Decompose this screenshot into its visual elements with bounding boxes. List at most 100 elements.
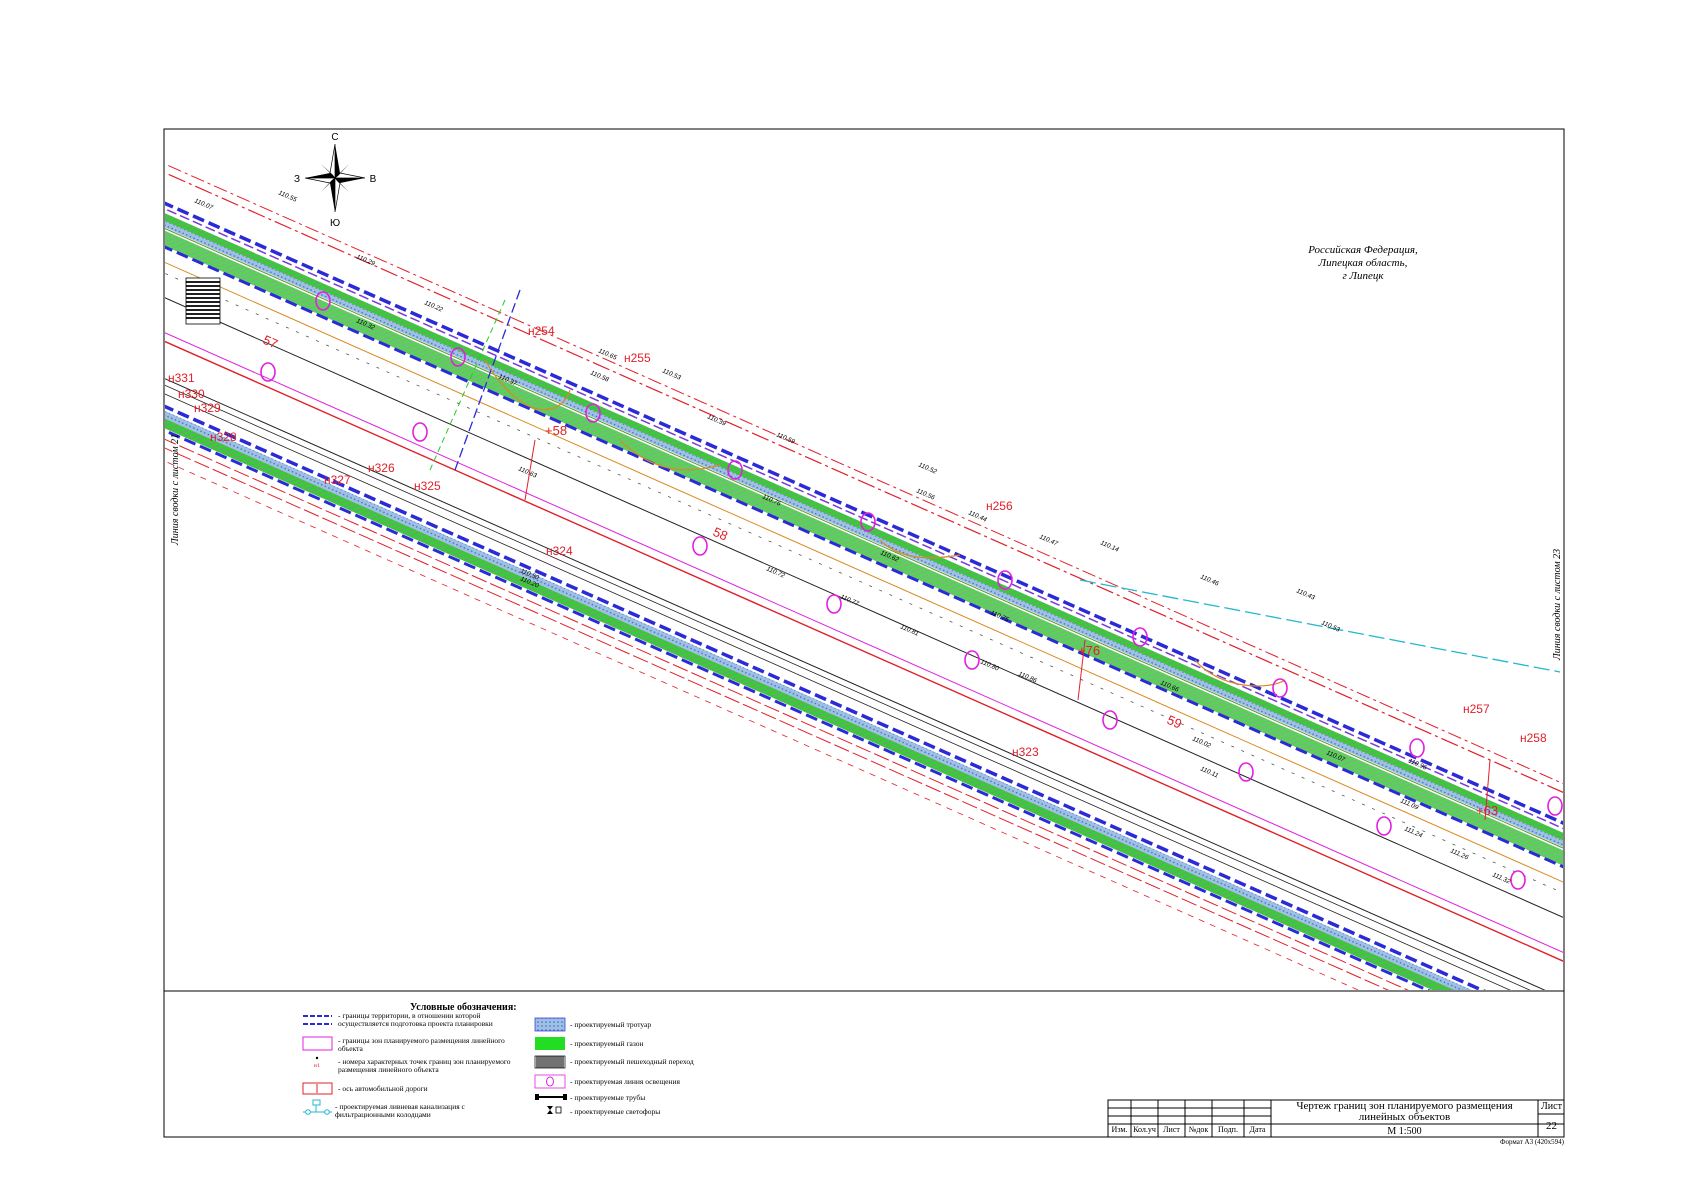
road-axis-icon — [302, 1082, 333, 1095]
elevation-mark: 110.58 — [589, 369, 610, 383]
boundary-point: н254 — [528, 324, 555, 338]
tb-col-change: Изм. — [1111, 1125, 1128, 1134]
drawing-scale: М 1:500 — [1387, 1126, 1422, 1137]
elevation-mark: 110.59 — [775, 431, 796, 445]
tb-col-date: Дата — [1249, 1125, 1266, 1134]
legend-item-zone: - границы зон планируемого размещения ли… — [338, 1037, 528, 1053]
elevation-mark: 111.32 — [1491, 871, 1511, 885]
legend-text: - проектируемый пешеходный переход — [570, 1057, 694, 1066]
legend-item-drainage: - проектируемая ливневая канализация с ф… — [335, 1103, 525, 1119]
elevation-mark: 110.39 — [706, 413, 727, 427]
boundary-point: н327 — [324, 473, 351, 487]
lighting-poles — [260, 291, 1563, 890]
drainage-line — [1079, 579, 1561, 673]
boundary-point: н326 — [368, 461, 395, 475]
lighting-pole — [692, 536, 708, 556]
legend-item-road-axis: - ось автомобильной дороги — [338, 1085, 528, 1093]
sidewalk-icon — [534, 1017, 566, 1032]
station-line — [454, 289, 521, 471]
lighting-pole — [997, 570, 1013, 590]
side-note-left: Линия сводки с листом 21 — [170, 434, 181, 546]
legend-text: - проектируемый тротуар — [570, 1020, 652, 1029]
sheet-format: Формат А3 (420х594) — [1499, 1138, 1564, 1146]
lighting-pole — [1510, 870, 1526, 890]
elevation-mark: 110.52 — [917, 461, 938, 475]
lighting-pole — [1547, 796, 1563, 816]
elevation-mark: 110.53 — [661, 367, 682, 381]
lighting-icon — [534, 1074, 566, 1089]
elevation-mark: 110.02 — [1191, 735, 1212, 749]
legend-text: - ось автомобильной дороги — [338, 1084, 428, 1093]
zone-joint — [1077, 639, 1086, 701]
elevation-mark: 111.26 — [1449, 847, 1469, 861]
lighting-pole — [450, 347, 466, 367]
boundary-point: н258 — [1520, 731, 1547, 745]
upper-territory-boundary — [165, 154, 1563, 953]
elevation-mark: 110.56 — [915, 487, 936, 501]
elevation-mark: 110.43 — [1295, 587, 1316, 601]
elevation-mark: 110.63 — [517, 465, 538, 479]
territory-boundary-icon — [303, 1015, 332, 1025]
picket-number: 57 — [261, 332, 280, 352]
lighting-pole — [826, 594, 842, 614]
lighting-pole — [860, 512, 876, 532]
legend-text: - проектируемые трубы — [570, 1093, 646, 1102]
legend-title: Условные обозначения: — [410, 1002, 517, 1013]
lawn-icon — [535, 1037, 565, 1050]
lighting-pole — [1272, 678, 1288, 698]
compass-east: В — [370, 174, 377, 185]
legend-text: - границы территории, в отношении которо… — [338, 1011, 493, 1028]
elevation-mark: 110.07 — [193, 197, 214, 211]
picket-number: 58 — [711, 524, 730, 544]
elevation-mark: 110.80 — [979, 658, 1000, 672]
legend-text: - номера характерных точек границ зон пл… — [338, 1057, 511, 1074]
lighting-pole — [727, 460, 743, 480]
picket-number: 59 — [1165, 712, 1184, 732]
boundary-point: н328 — [210, 430, 237, 444]
crossing-icon — [534, 1055, 566, 1069]
boundary-point: н330 — [178, 387, 205, 401]
drawing-title: Чертеж границ зон планируемого размещени… — [1296, 1100, 1513, 1123]
legend-item-lighting: - проектируемая линия освещения — [570, 1078, 680, 1086]
boundary-point: н257 — [1463, 702, 1490, 716]
svg-text:н1: н1 — [314, 1063, 321, 1069]
drainage-icon — [303, 1099, 332, 1115]
lighting-pole — [1102, 710, 1118, 730]
lighting-pole — [1132, 627, 1148, 647]
elevation-mark: 110.77 — [839, 593, 860, 607]
region-country: Российская Федерация, — [1307, 244, 1418, 256]
legend-icons: н1 — [302, 1015, 567, 1115]
elevation-mark: 110.29 — [355, 253, 376, 267]
lighting-pole — [1238, 762, 1254, 782]
legend-item-territory: - границы территории, в отношении которо… — [338, 1012, 528, 1028]
underground-utility — [1194, 659, 1286, 687]
pipe-icon — [535, 1094, 567, 1100]
lighting-pole — [1376, 816, 1392, 836]
elevation-mark: 110.81 — [899, 623, 920, 637]
underground-utility — [619, 439, 721, 471]
legend-item-pipes: - проектируемые трубы — [570, 1094, 645, 1102]
lighting-pole — [260, 362, 276, 382]
traffic-light-icon — [547, 1106, 562, 1114]
compass-south: Ю — [330, 218, 340, 229]
elevation-mark: 110.72 — [765, 565, 786, 579]
elevation-mark: 110.14 — [1099, 539, 1120, 553]
elevation-mark: 111.24 — [1403, 825, 1423, 839]
boundary-point: н323 — [1012, 745, 1039, 759]
legend-item-traffic-lights: - проектируемые светофоры — [570, 1108, 660, 1116]
legend-text: - проектируемая линия освещения — [570, 1077, 680, 1086]
elevation-mark: 110.11 — [1199, 765, 1219, 779]
lighting-pole — [964, 650, 980, 670]
boundary-point: н325 — [414, 479, 441, 493]
title-block — [1107, 1099, 1565, 1138]
zone-joint — [524, 439, 536, 501]
compass-north: С — [331, 132, 338, 143]
elevation-mark: 110.53 — [1320, 619, 1341, 633]
lighting-pole — [1409, 738, 1425, 758]
elevation-mark: 110.46 — [1199, 573, 1220, 587]
boundary-point-labels: н254н255н256н257н258н331н330н329н328н327… — [168, 324, 1547, 759]
underground-utility — [879, 539, 961, 559]
picket-plus: +76 — [1078, 643, 1100, 658]
legend-item-points: - номера характерных точек границ зон пл… — [338, 1058, 528, 1074]
